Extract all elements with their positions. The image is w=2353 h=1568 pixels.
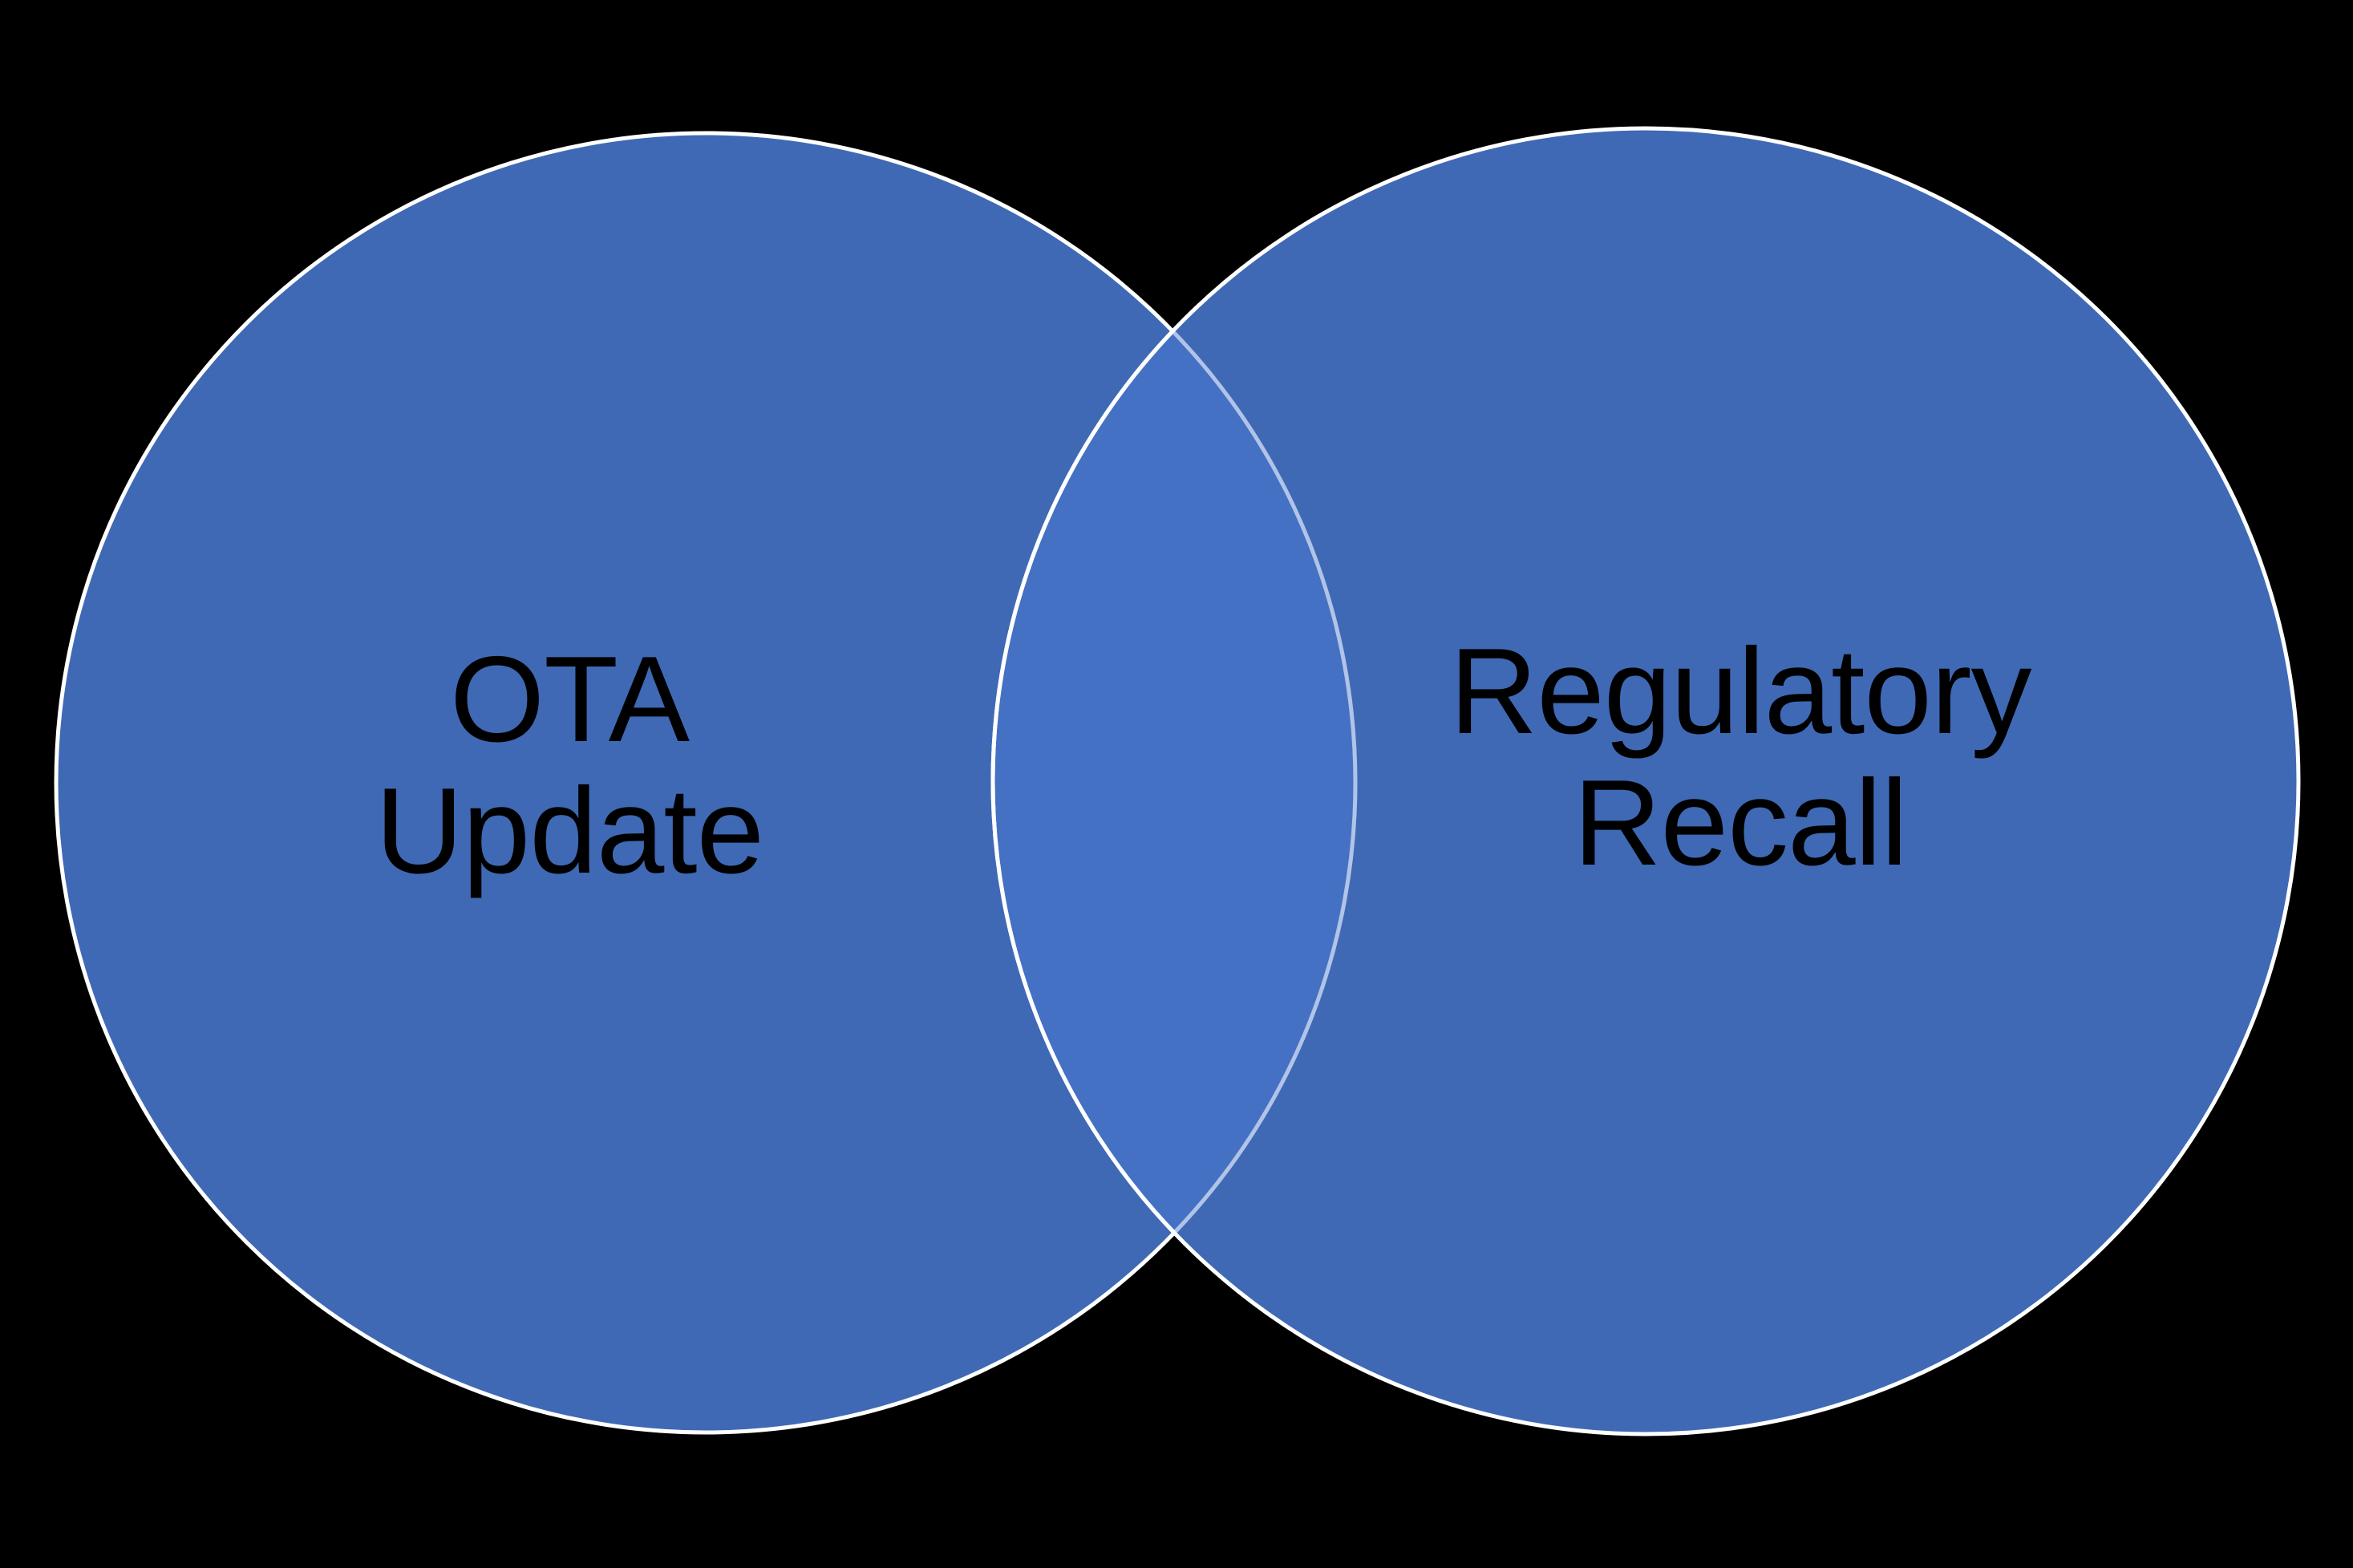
venn-circle-right[interactable] xyxy=(990,126,2301,1436)
overlap-arc-right xyxy=(990,133,1355,1432)
overlap-arc-left xyxy=(993,131,1358,1434)
